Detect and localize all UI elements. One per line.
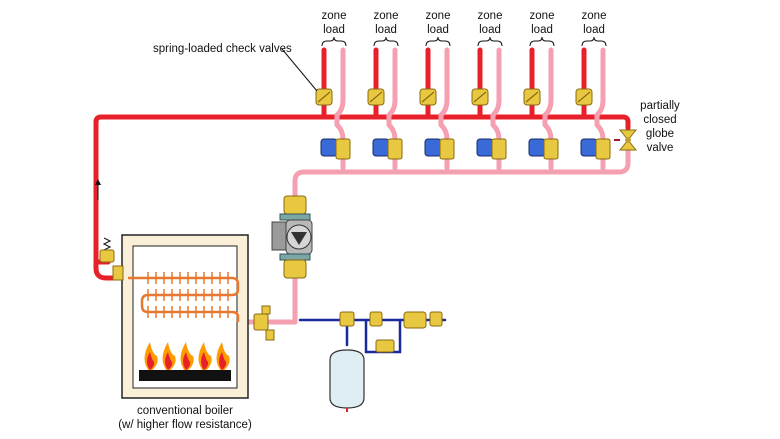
flame-icon <box>162 342 176 372</box>
globe-valve-icon <box>614 129 638 151</box>
supply-piping <box>93 114 631 281</box>
check-valve-icon <box>471 88 489 106</box>
zone-valve-icon <box>580 138 611 160</box>
check-valves <box>315 88 593 106</box>
zone-load-label-5-line1: zone <box>530 10 555 22</box>
supply-header <box>93 114 631 265</box>
flame-icon <box>216 342 230 372</box>
conventional-boiler <box>121 234 249 399</box>
check-valve-icon <box>315 88 333 106</box>
zone-load-label-2-line1: zone <box>374 10 399 22</box>
zone-load-label-1-line2: load <box>323 24 345 36</box>
pressure-relief-valve <box>99 237 124 281</box>
flame-icon <box>198 342 212 372</box>
zone-valve-icon <box>476 138 507 160</box>
check-valve-icon <box>367 88 385 106</box>
boiler-supply-outlet <box>93 259 131 281</box>
zone-load-labels: zone load zone load zone load zone load … <box>322 10 607 36</box>
zone-load-label-1-line1: zone <box>322 10 347 22</box>
zone-load-label-3-line1: zone <box>426 10 451 22</box>
zone-valves <box>320 138 611 160</box>
check-valve-icon <box>419 88 437 106</box>
zone-load-label-4-line1: zone <box>478 10 503 22</box>
check-valve-icon <box>523 88 541 106</box>
zone-load-label-2-line2: load <box>375 24 397 36</box>
flame-icon <box>144 342 158 372</box>
expansion-tank <box>329 349 365 412</box>
zone-load-label-4-line2: load <box>479 24 501 36</box>
zone-valve-icon <box>424 138 455 160</box>
globe-valve-label-line2: closed <box>643 114 676 126</box>
return-header <box>292 147 631 325</box>
zone-load-label-5-line2: load <box>531 24 553 36</box>
circulator-pump <box>271 195 313 279</box>
globe-valve-label-line4: valve <box>647 142 674 154</box>
boiler-outlet-fittings <box>253 305 275 341</box>
flame-icon <box>180 342 194 372</box>
zone-load-label-6-line1: zone <box>582 10 607 22</box>
zone-load-braces <box>321 36 607 47</box>
check-valve-icon <box>575 88 593 106</box>
globe-valve-label-line3: globe <box>646 128 674 140</box>
pump-direction-icon <box>291 232 307 245</box>
zone-valve-icon <box>320 138 351 160</box>
zone-load-label-3-line2: load <box>427 24 449 36</box>
boiler-label: conventional boiler (w/ higher flow resi… <box>118 405 252 431</box>
check-valves-label: spring-loaded check valves <box>153 43 292 55</box>
zone-load-label-6-line2: load <box>583 24 605 36</box>
check-valves-leader <box>281 48 318 92</box>
return-piping <box>233 47 631 325</box>
zone-valve-icon <box>372 138 403 160</box>
zone-supply-risers <box>321 47 587 120</box>
boiler-label-line1: conventional boiler <box>137 405 233 417</box>
heat-exchanger-coil <box>128 272 240 322</box>
globe-valve-label-line1: partially <box>640 100 680 112</box>
makeup-water-fittings <box>339 311 443 353</box>
burner-base <box>139 370 231 381</box>
zone-valve-icon <box>528 138 559 160</box>
globe-valve-label: partially closed globe valve <box>640 100 680 154</box>
boiler-label-line2: (w/ higher flow resistance) <box>118 419 252 431</box>
burner-flames <box>139 342 231 381</box>
